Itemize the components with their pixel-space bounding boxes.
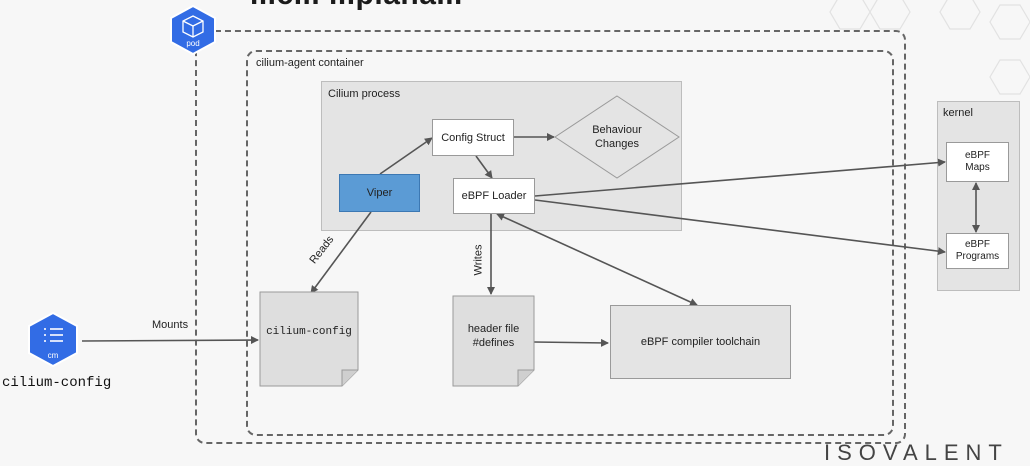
config-struct-node: Config Struct — [432, 119, 514, 156]
ebpf-loader-node: eBPF Loader — [453, 178, 535, 214]
pod-boundary — [195, 30, 906, 444]
edge-viper-config — [379, 137, 433, 175]
edge-reads — [310, 211, 372, 294]
slide-title-fragment: ...c... ...plana... — [250, 0, 463, 12]
hexagon-background — [829, 0, 1030, 95]
writes-label: Writes — [472, 244, 485, 276]
edge-loader-programs — [534, 199, 946, 256]
configmap-icon — [28, 311, 78, 368]
connectors — [28, 4, 980, 387]
behaviour-changes-diamond — [554, 95, 680, 179]
mounts-label: Mounts — [152, 319, 189, 331]
edge-config-loader — [475, 155, 493, 179]
container-label: cilium-agent container — [256, 57, 364, 69]
behaviour-changes-label: Behaviour Changes — [592, 124, 642, 150]
edge-mounts — [81, 336, 259, 345]
container-boundary — [246, 50, 894, 436]
kernel-label: kernel — [943, 107, 973, 119]
edge-loader-compiler — [496, 213, 698, 306]
ebpf-compiler-node: eBPF compiler toolchain — [610, 305, 791, 379]
ebpf-programs-node: eBPF Programs — [946, 233, 1009, 269]
viper-node: Viper — [339, 174, 420, 212]
configmap-name: cilium-config — [2, 375, 112, 391]
ebpf-maps-node: eBPF Maps — [946, 142, 1009, 182]
pod-caption: pod — [186, 39, 200, 48]
cilium-process-label: Cilium process — [328, 88, 401, 100]
cilium-config-file-label: cilium-config — [266, 326, 352, 338]
configmap-caption: cm — [47, 351, 59, 360]
header-file-label: header file #defines — [467, 323, 520, 349]
brand-wordmark: ISOVALENT — [824, 440, 1009, 465]
edge-header-compiler — [533, 338, 609, 347]
edge-loader-maps — [534, 158, 946, 197]
